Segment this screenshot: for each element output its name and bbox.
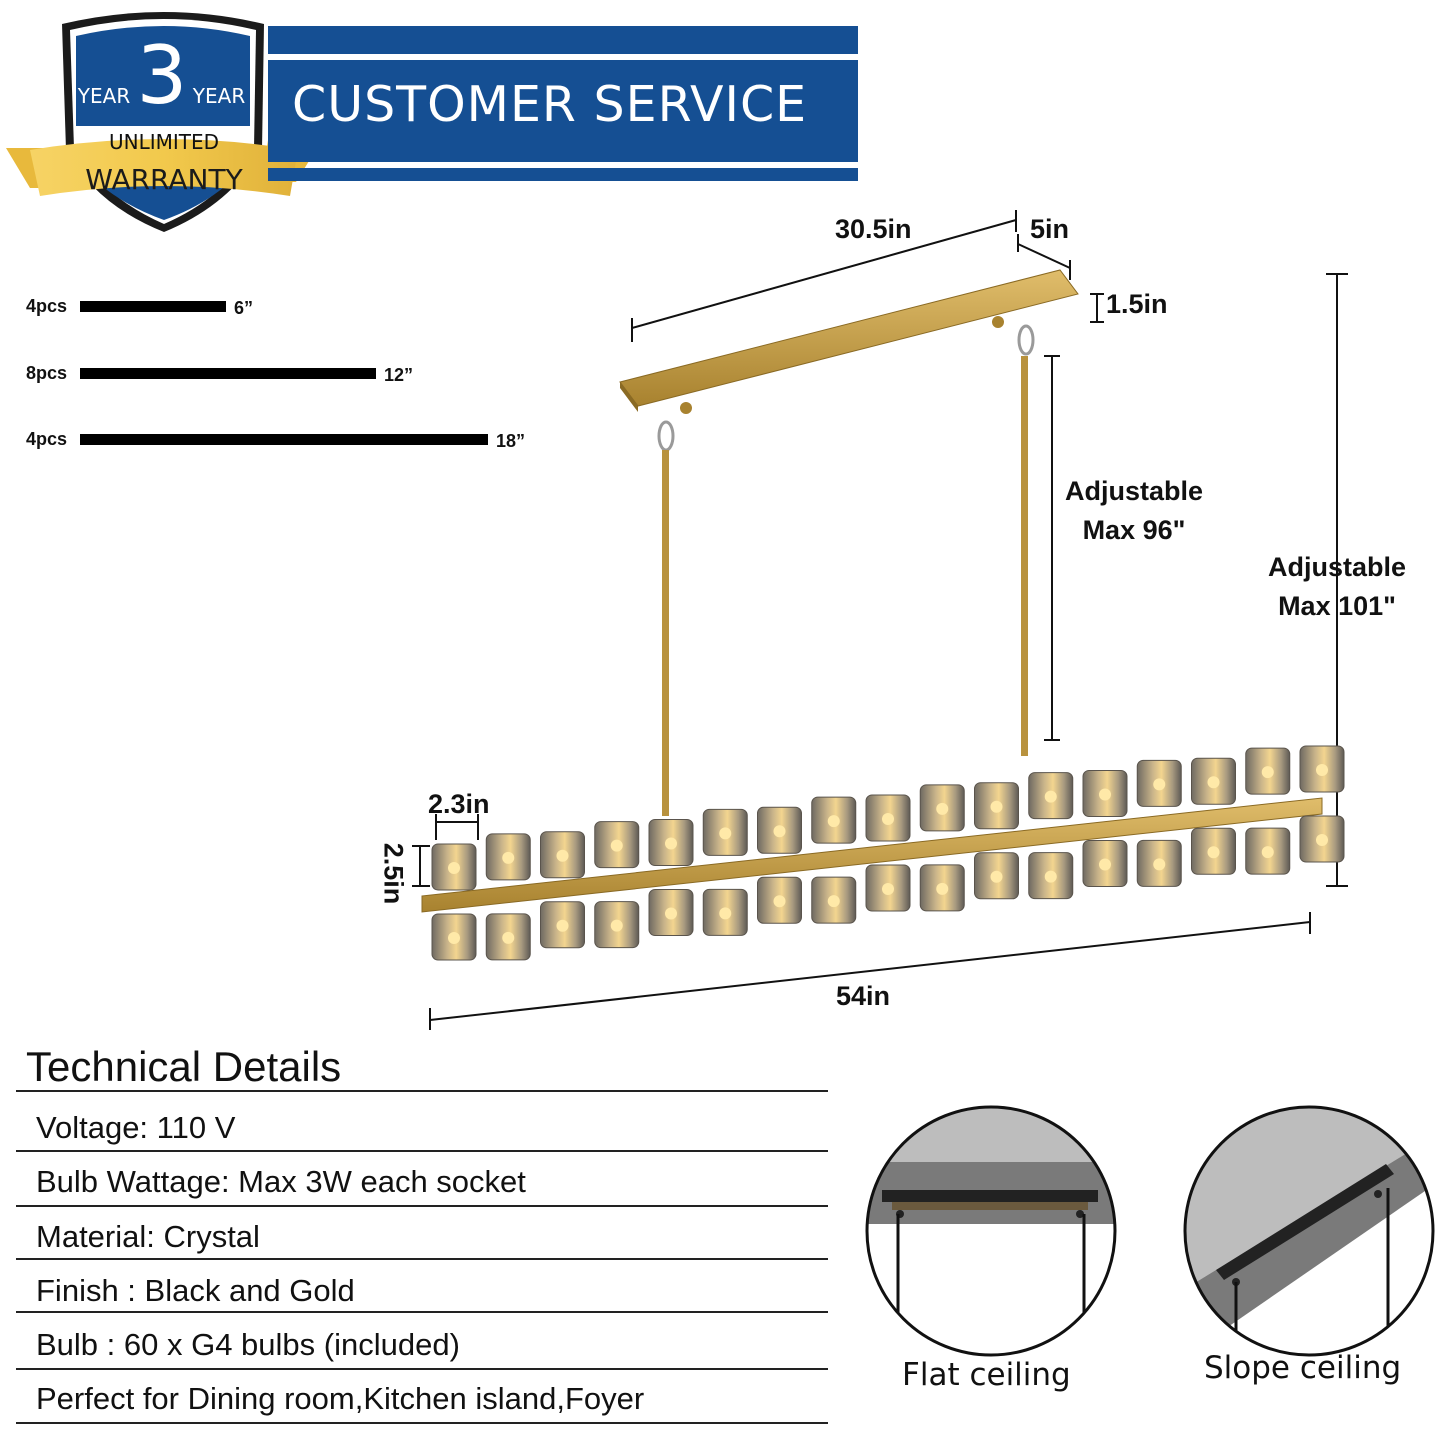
crystal-shade	[648, 819, 694, 866]
spec-voltage: Voltage: 110 V	[36, 1110, 236, 1145]
crystal-shade	[485, 833, 531, 881]
divider	[16, 1090, 828, 1092]
crystal-shade	[1191, 827, 1236, 875]
rod-bar	[80, 368, 376, 379]
crystal-shade	[1136, 839, 1182, 887]
crystal-shade	[757, 876, 802, 924]
crystal-shade	[1028, 772, 1074, 820]
crystal-shade	[648, 889, 694, 936]
rod-length: 6”	[234, 298, 254, 318]
dimension-total-adjustable: Adjustable	[1267, 552, 1407, 582]
rod-length: 12”	[384, 365, 414, 385]
crystal-shade	[1299, 745, 1345, 793]
badge-unlimited: UNLIMITED	[109, 130, 219, 154]
dimension-crystal-width: 2.3in	[428, 789, 490, 819]
divider	[16, 1258, 828, 1260]
crystal-shade	[1191, 757, 1236, 805]
crystal-shade	[1082, 840, 1128, 887]
crystal-shade	[431, 913, 477, 961]
rod-bar	[80, 434, 488, 445]
technical-details-title: Technical Details	[26, 1043, 342, 1090]
spec-usage: Perfect for Dining room,Kitchen island,F…	[36, 1381, 645, 1416]
divider	[16, 1368, 828, 1370]
rod-quantity: 4pcs	[26, 296, 68, 316]
dimension-rod-adjustable: Adjustable	[1064, 476, 1204, 506]
spec-bulb: Bulb : 60 x G4 bulbs (included)	[36, 1327, 460, 1362]
customer-service-banner: CUSTOMER SERVICE	[268, 26, 858, 181]
badge-year-right: YEAR	[192, 84, 246, 108]
dimension-rod-max: Max 96"	[1082, 515, 1186, 545]
crystal-shade	[1299, 815, 1345, 863]
dimension-canopy-height: 1.5in	[1106, 289, 1168, 319]
crystal-shade	[974, 852, 1019, 900]
divider	[16, 1422, 828, 1424]
crystal-shade	[702, 808, 748, 856]
spec-finish: Finish : Black and Gold	[36, 1273, 355, 1308]
crystal-shade	[811, 876, 857, 924]
dimension-total-max: Max 101"	[1278, 591, 1396, 621]
crystal-shade	[1245, 827, 1291, 875]
chandelier-image	[412, 210, 1348, 1030]
slope-ceiling-illustration	[1183, 1105, 1435, 1357]
crystal-shade	[485, 913, 531, 961]
flat-ceiling-label: Flat ceiling	[902, 1357, 1071, 1393]
crystal-shade	[540, 831, 585, 879]
crystal-row-upper	[431, 745, 1345, 891]
dimension-canopy-width: 5in	[1030, 214, 1070, 244]
flat-ceiling-illustration	[865, 1105, 1117, 1357]
crystal-shade	[540, 901, 585, 949]
crystal-shade	[1082, 770, 1128, 817]
crystal-shade	[757, 806, 802, 854]
rod-quantity: 8pcs	[26, 363, 68, 383]
crystal-shade	[865, 794, 911, 842]
crystal-shade	[1136, 759, 1182, 807]
crystal-shade	[594, 901, 640, 949]
rod-item: 8pcs 12”	[26, 363, 426, 385]
warranty-badge: YEAR 3 YEAR UNLIMITED WARRANTY	[6, 12, 322, 232]
rod-length: 18”	[496, 431, 526, 451]
crystal-shade	[594, 821, 640, 869]
dimension-fixture-length: 54in	[836, 981, 891, 1011]
rod-item: 4pcs 18”	[26, 429, 536, 451]
crystal-shade	[431, 843, 477, 891]
crystal-row-lower	[431, 815, 1345, 961]
rod-item: 4pcs 6”	[26, 296, 266, 318]
divider	[16, 1205, 828, 1207]
crystal-shade	[1028, 852, 1074, 900]
badge-number: 3	[137, 29, 188, 122]
banner-title: CUSTOMER SERVICE	[292, 76, 808, 133]
rod-bar	[80, 301, 226, 312]
crystal-shade	[974, 782, 1019, 830]
crystal-shade	[865, 864, 911, 912]
divider	[16, 1150, 828, 1152]
spec-material: Material: Crystal	[36, 1219, 260, 1254]
crystal-shade	[919, 784, 965, 832]
dimension-canopy-length: 30.5in	[835, 214, 912, 244]
spec-bulb-wattage: Bulb Wattage: Max 3W each socket	[36, 1164, 526, 1199]
divider	[16, 1311, 828, 1313]
crystal-shade	[1245, 747, 1291, 795]
slope-ceiling-label: Slope ceiling	[1204, 1350, 1402, 1386]
rod-quantity: 4pcs	[26, 429, 68, 449]
dimension-crystal-height: 2.5in	[378, 842, 409, 905]
crystal-shade	[702, 888, 748, 936]
crystal-shade	[919, 864, 965, 912]
crystal-shade	[811, 796, 857, 844]
badge-warranty: WARRANTY	[85, 163, 243, 196]
badge-year-left: YEAR	[77, 84, 131, 108]
